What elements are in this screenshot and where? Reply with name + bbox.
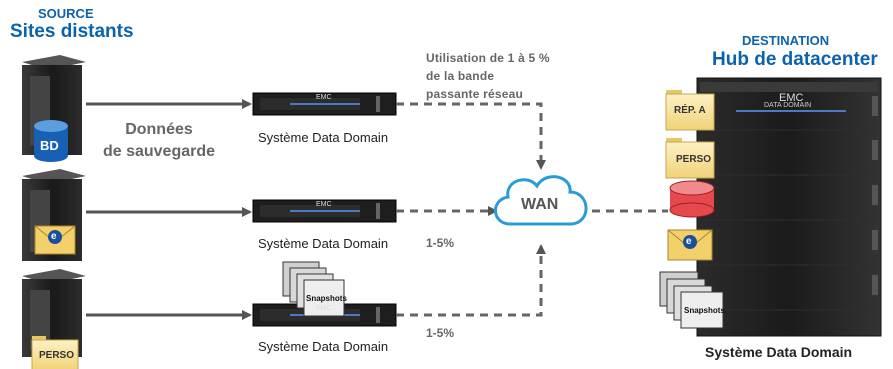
backup-data-label: Données de sauvegarde	[100, 119, 218, 163]
perso-source-label: PERSO	[39, 350, 75, 361]
bandwidth-note-line-1: Utilisation de 1 à 5 %	[426, 51, 550, 65]
snapshots-icon	[282, 261, 345, 317]
data-domain-appliance-1	[252, 92, 397, 116]
snapshots-destination-icon	[659, 271, 724, 329]
percent-label-2: 1-5%	[426, 236, 455, 250]
destination-system-label: Système Data Domain	[705, 344, 853, 360]
snapshots-destination-label: Snapshots	[684, 306, 725, 315]
snapshots-label: Snapshots	[306, 294, 347, 303]
email-destination-glyph: e	[686, 236, 692, 247]
system-label-3: Système Data Domain	[258, 339, 389, 354]
system-label-2: Système Data Domain	[258, 236, 389, 251]
emc-logo-3: EMC	[316, 305, 332, 312]
db-badge-label: BD	[40, 138, 59, 153]
email-icon-destination	[667, 229, 713, 261]
emc-logo-2: EMC	[316, 201, 332, 208]
bandwidth-note-line-3: passante réseau	[426, 87, 524, 101]
database-icon	[34, 120, 68, 162]
data-domain-logo-destination: DATA DOMAIN	[764, 102, 812, 109]
wan-cloud-icon	[494, 175, 588, 226]
destination-system-icon	[696, 77, 882, 337]
destination-label: DESTINATION	[742, 33, 830, 48]
backup-data-line-1: Données	[125, 121, 193, 138]
wan-label: WAN	[521, 196, 559, 213]
percent-label-3: 1-5%	[426, 326, 455, 340]
source-title: Sites distants	[10, 21, 134, 42]
email-source-glyph: e	[51, 231, 57, 242]
dashed-link-3	[396, 244, 546, 317]
source-label: SOURCE	[38, 6, 94, 21]
perso-folder-source-icon	[31, 336, 79, 369]
bandwidth-note: Utilisation de 1 à 5 % de la bande passa…	[426, 49, 550, 103]
emc-logo-destination: EMC	[779, 92, 804, 104]
perso-folder-destination-icon	[665, 138, 715, 179]
database-destination-icon	[669, 180, 715, 218]
backup-data-line-2: de sauvegarde	[102, 143, 216, 160]
bandwidth-note-line-2: de la bande	[426, 69, 495, 83]
email-icon-source	[34, 225, 76, 255]
rep-a-folder-icon	[665, 90, 715, 131]
data-domain-appliance-2	[252, 199, 397, 223]
destination-title: Hub de datacenter	[712, 49, 878, 70]
emc-logo-1: EMC	[316, 94, 332, 101]
system-label-1: Système Data Domain	[258, 130, 389, 145]
perso-destination-label: PERSO	[676, 154, 712, 165]
dashed-link-1	[396, 102, 546, 170]
rep-a-label: RÉP. A	[674, 105, 706, 116]
